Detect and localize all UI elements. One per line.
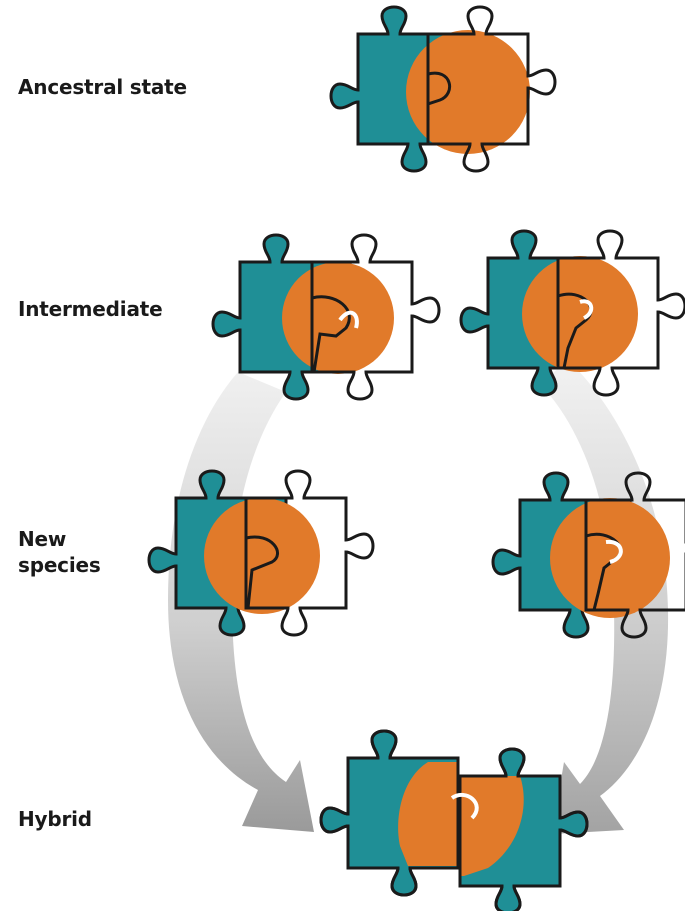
hybrid-left-piece [319,729,460,897]
new-species-left-puzzle [147,469,375,637]
intermediate-right-puzzle [459,229,685,397]
intermediate-left-puzzle [211,233,441,401]
right-arrow [540,360,669,834]
new-species-right-puzzle [491,471,685,639]
ancestral-puzzle [329,5,557,173]
label-ancestral-state: Ancestral state [18,75,187,99]
hybrid-puzzle [319,729,589,911]
label-new-species: New species [18,527,101,577]
ancestral-orange-disc [406,30,530,154]
label-hybrid: Hybrid [18,807,92,831]
label-intermediate: Intermediate [18,297,163,321]
